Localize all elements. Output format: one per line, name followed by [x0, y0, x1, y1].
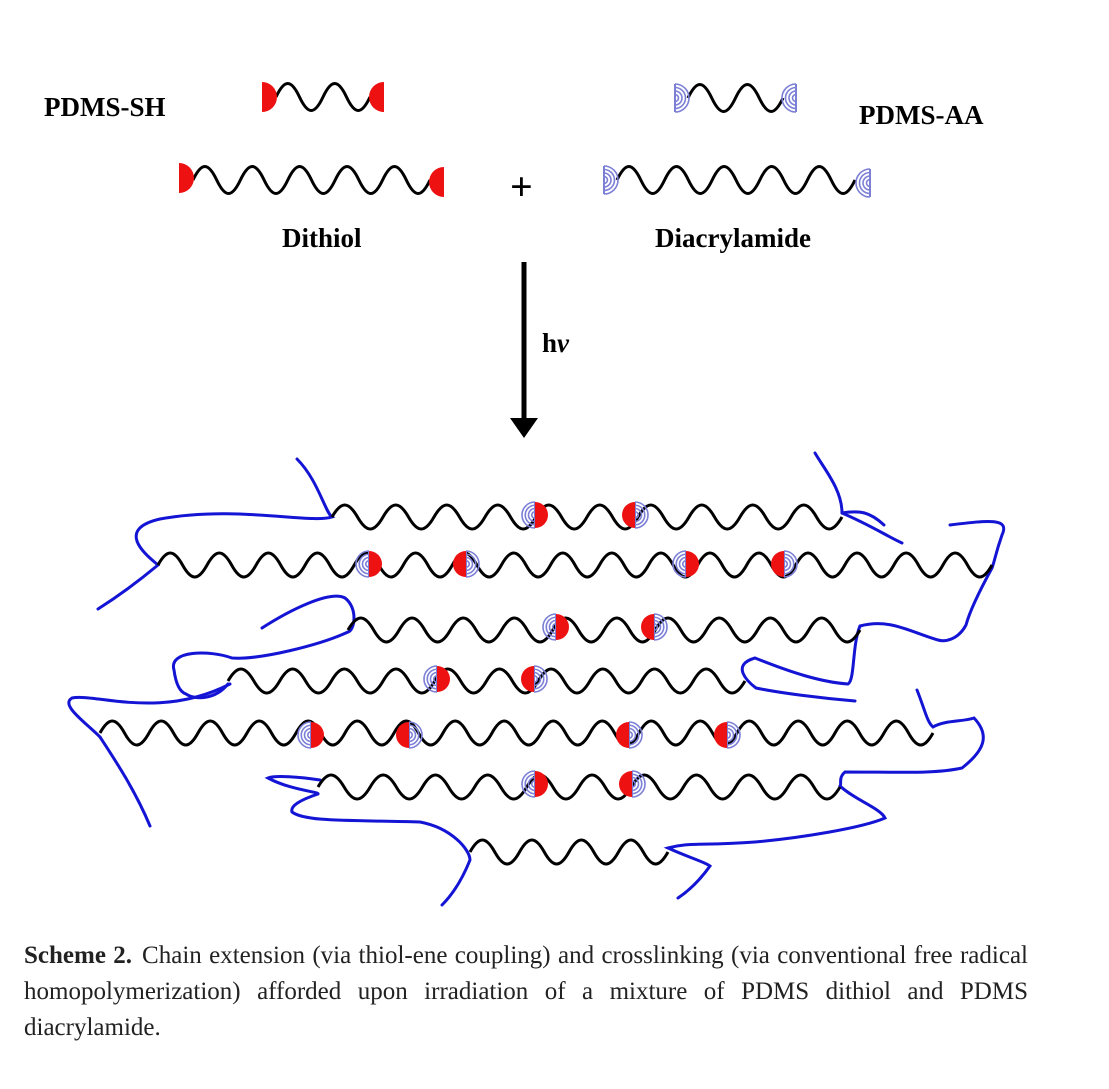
plus-sign: + [510, 164, 533, 209]
crosslink-line [260, 594, 356, 634]
polymer-chain [226, 667, 747, 695]
caption-text: Chain extension (via thiol-ene coupling)… [24, 942, 1028, 1041]
junction [521, 770, 548, 798]
junction [622, 501, 649, 529]
junction [297, 721, 324, 749]
polymer-chains [98, 503, 994, 866]
thiol-end-cap [262, 82, 277, 112]
junctions [297, 501, 798, 798]
junction [619, 770, 646, 798]
thiol-end-cap [429, 167, 444, 197]
reaction-scheme: PDMS-SH PDMS-AA Dithiol Diacrylamide + h… [44, 82, 1006, 907]
hv-label: hv [542, 328, 570, 358]
polymer-chain [316, 773, 842, 801]
figure-caption: Scheme 2.Chain extension (via thiol-ene … [24, 938, 1028, 1046]
label-pdms-aa: PDMS-AA [859, 100, 984, 130]
junction [714, 721, 741, 749]
reagent-molecules [179, 82, 871, 198]
crosslink-line [264, 775, 472, 907]
crosslink-line [840, 510, 886, 527]
crosslink-line [858, 566, 994, 643]
caption-label: Scheme 2. [24, 942, 133, 969]
crosslink-line [663, 784, 888, 900]
acrylamide-end-cap [781, 83, 797, 113]
crosslink-line [838, 688, 985, 788]
crosslink-line [96, 457, 336, 611]
crosslink-line [172, 630, 350, 700]
polymer-chain [98, 719, 935, 747]
crosslink-line [948, 520, 1006, 570]
thiol-end-cap [369, 82, 384, 112]
junction [521, 665, 548, 693]
pdms-aa-chain [686, 83, 785, 113]
label-dithiol: Dithiol [282, 223, 362, 253]
dithiol-chain [191, 165, 432, 195]
polymer-chain [468, 838, 670, 866]
label-pdms-sh: PDMS-SH [44, 92, 166, 122]
polymer-chain [156, 551, 994, 579]
acrylamide-end-cap [855, 168, 871, 198]
crosslink-line [98, 735, 152, 828]
acrylamide-end-cap [603, 165, 619, 195]
junction [771, 550, 798, 578]
label-diacrylamide: Diacrylamide [655, 223, 811, 253]
junction [542, 613, 569, 641]
junction [355, 550, 382, 578]
junction [521, 501, 548, 529]
polymer-chain [346, 616, 862, 644]
junction [396, 721, 423, 749]
thiol-end-cap [179, 163, 194, 193]
reaction-arrow [510, 262, 538, 438]
crosslink-line [740, 624, 862, 703]
junction [423, 665, 450, 693]
diacrylamide-chain [615, 165, 857, 195]
crosslink-line [67, 682, 232, 739]
acrylamide-end-cap [674, 83, 690, 113]
junction [672, 550, 699, 578]
crosslinked-network [67, 451, 1006, 907]
polymer-chain [330, 503, 844, 531]
junction [641, 613, 668, 641]
junction [453, 550, 480, 578]
pdms-sh-chain [274, 82, 372, 112]
junction [616, 721, 643, 749]
